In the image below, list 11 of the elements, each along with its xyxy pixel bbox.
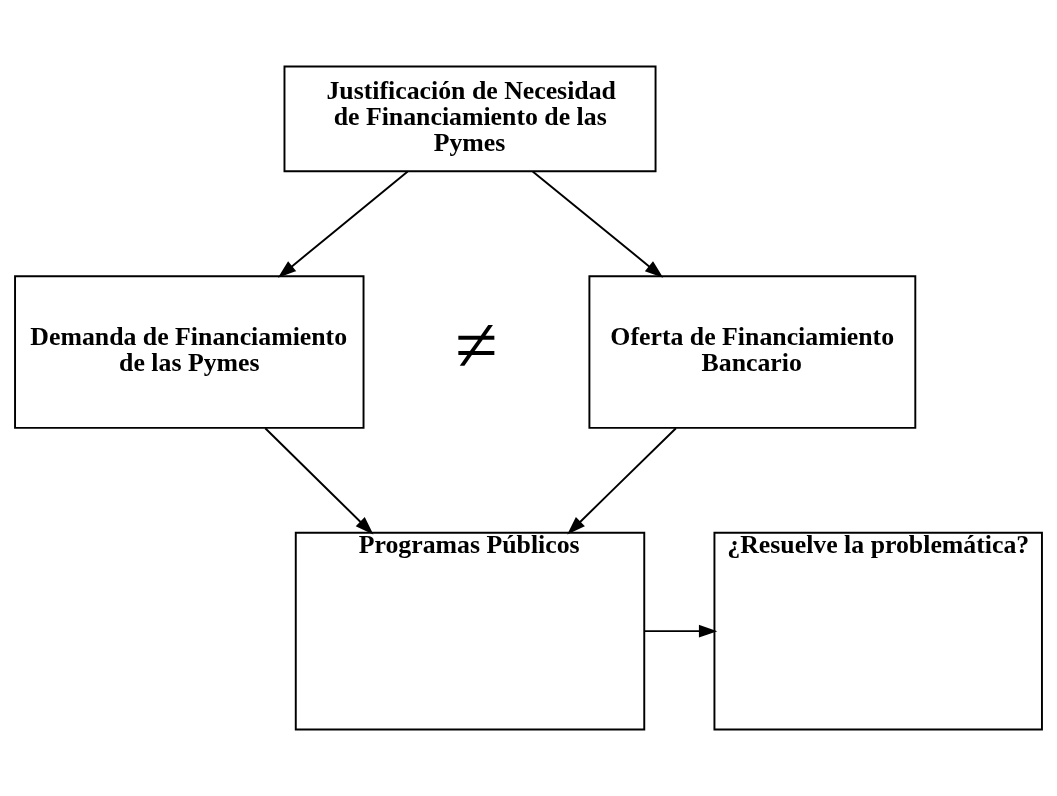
node-box: Oferta de Financiamiento Bancario [588, 275, 917, 429]
node-box: Demanda de Financiamiento de las Pymes [14, 275, 365, 429]
arrow [264, 427, 374, 535]
arrow [531, 170, 664, 278]
arrow [567, 427, 677, 535]
label: ≠ [455, 302, 498, 389]
node-box: Justificación de Necesidad de Financiamiento de las Pymes [283, 65, 657, 173]
node-box: Programas Públicos [294, 531, 646, 731]
arrow [277, 170, 409, 278]
node-box: ¿Resuelve la problemática? [713, 531, 1043, 731]
arrow [643, 624, 718, 638]
